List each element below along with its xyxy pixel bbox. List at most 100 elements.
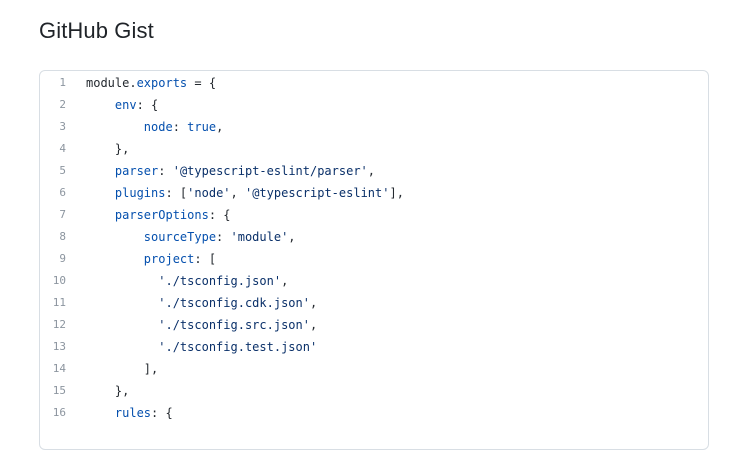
line-code: }, xyxy=(86,138,129,160)
code-line: 11 './tsconfig.cdk.json', xyxy=(40,292,708,314)
line-code: module.exports = { xyxy=(86,72,216,94)
line-code: env: { xyxy=(86,94,158,116)
code-token: env xyxy=(114,98,137,112)
code-token: plugins xyxy=(114,186,166,200)
line-number[interactable]: 14 xyxy=(52,362,66,375)
line-number[interactable]: 8 xyxy=(59,230,66,243)
code-token xyxy=(86,296,158,310)
code-token: , xyxy=(367,164,376,178)
code-line: 8 sourceType: 'module', xyxy=(40,226,708,248)
code-token xyxy=(86,208,115,222)
code-line: 12 './tsconfig.src.json', xyxy=(40,314,708,336)
code-token xyxy=(86,164,115,178)
code-line: 15 }, xyxy=(40,380,708,402)
code-token: module. xyxy=(86,76,137,90)
code-token: : { xyxy=(151,406,173,420)
code-token: sourceType xyxy=(143,230,217,244)
line-code: ], xyxy=(86,358,158,380)
code-token: , xyxy=(216,120,224,134)
line-number[interactable]: 4 xyxy=(59,142,66,155)
line-code: './tsconfig.test.json' xyxy=(86,336,317,358)
code-token xyxy=(86,318,158,332)
code-token: : [ xyxy=(165,186,188,200)
line-number[interactable]: 11 xyxy=(52,296,66,309)
code-token: : { xyxy=(136,98,159,112)
code-line: 4 }, xyxy=(40,138,708,160)
code-line: 10 './tsconfig.json', xyxy=(40,270,708,292)
code-token: : xyxy=(172,120,188,134)
code-line: 5 parser: '@typescript-eslint/parser', xyxy=(40,160,708,182)
code-line: 1 module.exports = { xyxy=(40,72,708,94)
code-token: node xyxy=(143,120,173,134)
line-number[interactable]: 15 xyxy=(52,384,66,397)
line-code: './tsconfig.src.json', xyxy=(86,314,317,336)
line-number[interactable]: 6 xyxy=(59,186,66,199)
code-token xyxy=(86,230,144,244)
code-token xyxy=(86,340,158,354)
code-line: 9 project: [ xyxy=(40,248,708,270)
code-token: , xyxy=(288,230,296,244)
code-token xyxy=(86,252,144,266)
code-token: true xyxy=(187,120,217,134)
line-code: rules: { xyxy=(86,402,173,424)
code-token: parserOptions xyxy=(114,208,209,222)
code-token: project xyxy=(143,252,195,266)
code-token: ], xyxy=(86,362,159,376)
code-line: 2 env: { xyxy=(40,94,708,116)
line-code: './tsconfig.cdk.json', xyxy=(86,292,317,314)
line-number[interactable]: 13 xyxy=(52,340,66,353)
line-number[interactable]: 5 xyxy=(59,164,66,177)
line-number[interactable]: 9 xyxy=(59,252,66,265)
code-token: 'node' xyxy=(187,186,231,200)
code-token: = { xyxy=(187,76,217,90)
code-line: 13 './tsconfig.test.json' xyxy=(40,336,708,358)
line-code: }, xyxy=(86,380,129,402)
line-code: sourceType: 'module', xyxy=(86,226,296,248)
code-token xyxy=(86,274,158,288)
code-token: , xyxy=(309,296,318,310)
code-line: 16 rules: { xyxy=(40,402,708,424)
line-code: node: true, xyxy=(86,116,224,138)
code-token: exports xyxy=(136,76,188,90)
code-line: 3 node: true, xyxy=(40,116,708,138)
code-token xyxy=(86,186,115,200)
line-code: parserOptions: { xyxy=(86,204,231,226)
code-token: : xyxy=(158,164,173,178)
code-token: : [ xyxy=(194,252,217,266)
code-token: './tsconfig.src.json' xyxy=(158,318,310,332)
line-code: plugins: ['node', '@typescript-eslint'], xyxy=(86,182,404,204)
code-token: './tsconfig.test.json' xyxy=(158,340,318,354)
code-token: , xyxy=(309,318,318,332)
code-token: : { xyxy=(208,208,231,222)
code-line: 14 ], xyxy=(40,358,708,380)
code-token: './tsconfig.cdk.json' xyxy=(158,296,310,310)
code-token: parser xyxy=(114,164,159,178)
line-number[interactable]: 7 xyxy=(59,208,66,221)
code-token: }, xyxy=(86,384,130,398)
code-token: 'module' xyxy=(230,230,289,244)
code-token: , xyxy=(281,274,289,288)
line-number[interactable]: 2 xyxy=(59,98,66,111)
line-code: './tsconfig.json', xyxy=(86,270,288,292)
code-token: ], xyxy=(389,186,404,200)
code-token xyxy=(86,98,115,112)
code-line: 6 plugins: ['node', '@typescript-eslint'… xyxy=(40,182,708,204)
page-title: GitHub Gist xyxy=(39,18,154,43)
code-token: '@typescript-eslint' xyxy=(244,186,390,200)
code-token: , xyxy=(230,186,245,200)
line-code: parser: '@typescript-eslint/parser', xyxy=(86,160,375,182)
code-line: 7 parserOptions: { xyxy=(40,204,708,226)
line-number[interactable]: 1 xyxy=(59,76,66,89)
line-number[interactable]: 16 xyxy=(52,406,66,419)
code-token: './tsconfig.json' xyxy=(158,274,282,288)
line-number[interactable]: 12 xyxy=(52,318,66,331)
line-number[interactable]: 10 xyxy=(52,274,66,287)
code-token: }, xyxy=(86,142,130,156)
line-code: project: [ xyxy=(86,248,216,270)
code-token: '@typescript-eslint/parser' xyxy=(172,164,368,178)
code-token xyxy=(86,406,115,420)
code-token: : xyxy=(216,230,231,244)
line-number[interactable]: 3 xyxy=(59,120,66,133)
